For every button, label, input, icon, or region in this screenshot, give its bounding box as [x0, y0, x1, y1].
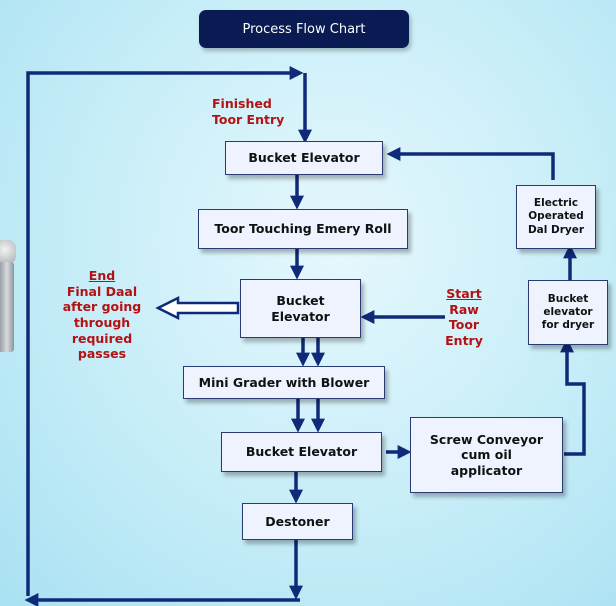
emery-roll-box: Toor Touching Emery Roll	[198, 209, 408, 249]
arrow-dryer-to-bucket-top	[386, 147, 555, 180]
loop-arrow-top	[26, 66, 304, 596]
end-exit-arrow	[155, 295, 240, 321]
machine-image	[0, 262, 14, 352]
bucket-elevator-top: Bucket Elevator	[225, 141, 383, 175]
start-heading: Start	[446, 286, 482, 301]
machine-image-top	[0, 240, 16, 264]
mini-grader-box: Mini Grader with Blower	[183, 366, 385, 399]
screw-conveyor-box: Screw Conveyor cum oil applicator	[410, 417, 563, 493]
arrow-screw-to-dryer-elevator	[560, 338, 586, 456]
bucket-elevator-mid: Bucket Elevator	[240, 279, 361, 338]
end-label: End Final Daal after going through requi…	[48, 268, 156, 362]
page-title: Process Flow Chart	[199, 10, 409, 48]
destoner-box: Destoner	[242, 503, 353, 540]
start-text: Raw Toor Entry	[445, 301, 483, 348]
bucket-elevator-low: Bucket Elevator	[221, 432, 382, 472]
dryer-elevator-box: Bucket elevator for dryer	[528, 280, 608, 345]
dal-dryer-box: Electric Operated Dal Dryer	[516, 185, 596, 249]
finished-entry-label: Finished Toor Entry	[212, 96, 285, 127]
start-label: Start Raw Toor Entry	[418, 286, 510, 349]
end-heading: End	[88, 268, 116, 283]
end-text: Final Daal after going through required …	[62, 283, 142, 362]
